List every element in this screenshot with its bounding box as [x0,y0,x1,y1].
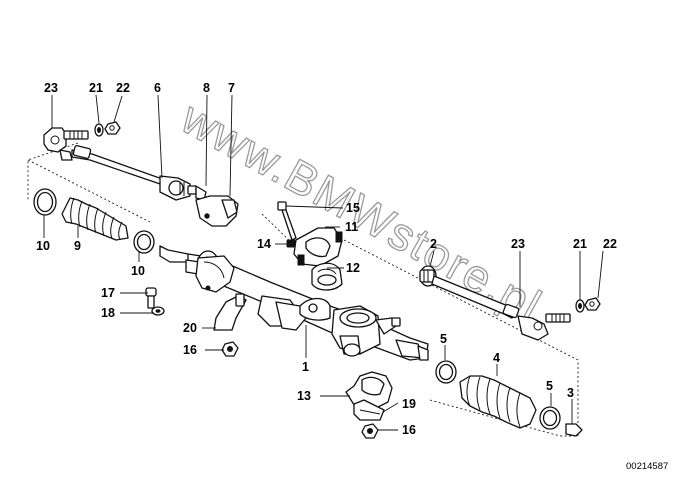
nut-14 [286,239,296,248]
left-clamp-ring [33,188,57,216]
bracket-19[interactable] [353,399,385,421]
callout-23-right: 23 [511,237,525,251]
mounting-bracket-20[interactable] [213,293,247,331]
callout-21-left: 21 [89,81,103,95]
callout-21-right: 21 [573,237,587,251]
callout-8: 8 [203,81,210,95]
callout-18: 18 [101,306,115,320]
right-tie-rod[interactable] [431,275,520,319]
left-inner-clamp [133,230,155,254]
right-inner-tie-rod-joint[interactable] [419,265,437,287]
left-bellows-boot[interactable] [61,197,129,241]
callout-5-lower: 5 [546,379,553,393]
callout-4: 4 [493,351,500,365]
callout-23-left: 23 [44,81,58,95]
left-tie-rod[interactable] [71,144,197,201]
callout-16-right: 16 [402,423,416,437]
callout-2: 2 [430,237,437,251]
left-self-locking-nut [104,121,121,135]
clamp-insert-12[interactable] [311,262,343,291]
leader-lines [43,94,604,431]
left-tie-rod-end[interactable] [43,127,89,161]
bolt-17 [145,287,157,309]
left-washer [94,123,104,137]
callout-10-left: 10 [36,239,50,253]
right-tie-rod-end[interactable] [517,313,571,341]
right-self-locking-nut [584,297,601,311]
bolt-15 [277,201,297,241]
nut-16-right [361,423,379,439]
housing-clamp-left[interactable] [195,255,235,293]
callout-22-left: 22 [116,81,130,95]
nut-16-left [221,341,239,357]
right-outer-clamp-5 [435,360,457,384]
callout-17: 17 [101,286,115,300]
callout-13: 13 [297,389,311,403]
callout-5-upper: 5 [440,332,447,346]
left-rack-mount-bracket[interactable] [195,195,239,227]
left-boot-frame [27,142,151,223]
diagram-reference-number: 00214587 [626,461,668,472]
washer-18 [151,306,165,316]
clamp-upper-11[interactable] [293,227,343,267]
clamp-13[interactable] [345,371,393,411]
right-boot-frame [339,237,579,437]
callout-10-inner: 10 [131,264,145,278]
callout-11: 11 [345,220,358,234]
callout-16-left: 16 [183,343,197,357]
callout-20: 20 [183,321,197,335]
callout-12: 12 [346,261,360,275]
callout-9: 9 [74,239,81,253]
clip-3 [565,423,583,437]
right-bellows-boot[interactable] [459,375,537,429]
callout-3: 3 [567,386,574,400]
callout-labels: 23 21 22 6 8 7 10 9 10 15 11 14 12 17 18… [36,81,617,437]
callout-7: 7 [228,81,235,95]
right-washer [575,299,585,313]
callout-19: 19 [402,397,416,411]
callout-14: 14 [257,237,271,251]
callout-6: 6 [154,81,161,95]
callout-1: 1 [302,360,309,374]
right-inner-clamp-5 [539,406,561,430]
callout-22-right: 22 [603,237,617,251]
callout-15: 15 [346,201,360,215]
